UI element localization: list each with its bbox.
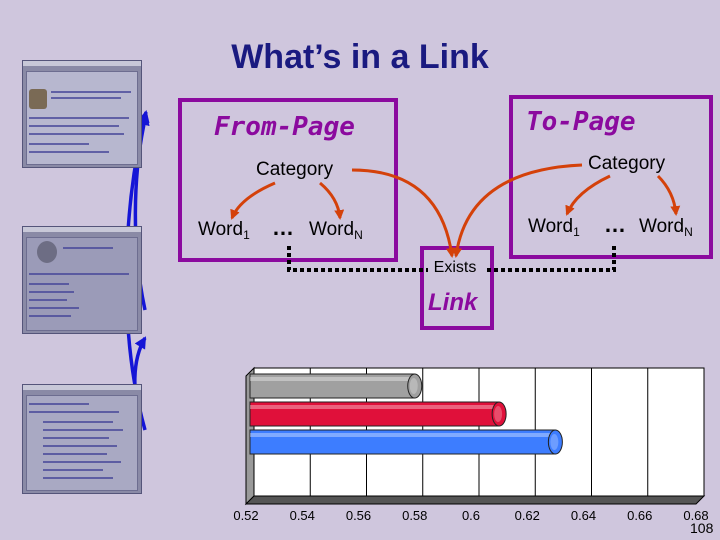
chart-floor xyxy=(244,495,706,505)
thumb-photo xyxy=(37,241,57,263)
chart-bar-cap-shine xyxy=(409,378,418,394)
to-words-to-exists-connector xyxy=(484,246,616,272)
x-tick-label: 0.6 xyxy=(461,508,481,523)
thumb-text-line xyxy=(29,273,129,275)
webpage-thumbnail-2 xyxy=(22,226,142,334)
from-category-label: Category xyxy=(256,159,334,180)
from-word-first-sub: 1 xyxy=(243,228,250,242)
x-tick-label: 0.64 xyxy=(570,508,597,523)
from-category-to-wordn-arrow xyxy=(319,181,345,220)
thumb-text-line xyxy=(29,143,89,145)
thumb-text-line xyxy=(43,469,103,471)
to-word-first: Word1 xyxy=(528,216,580,239)
thumb-text-line xyxy=(43,453,107,455)
to-ellipsis: … xyxy=(604,212,626,237)
thumb-text-line xyxy=(29,283,69,285)
thumb-text-line xyxy=(43,477,113,479)
bar-chart xyxy=(244,366,706,506)
thumb-text-line xyxy=(51,97,121,99)
chart-bar-body xyxy=(249,373,416,399)
to-page-label: To-Page xyxy=(526,107,636,137)
chart-bar xyxy=(249,373,423,399)
thumb-text-line xyxy=(43,429,123,431)
from-category-to-exists-arrow xyxy=(351,168,456,258)
chart-bar-body xyxy=(249,401,500,427)
thumb-text-line xyxy=(29,307,79,309)
to-category-to-word1-arrow xyxy=(565,174,611,216)
thumb-text-line xyxy=(43,437,109,439)
chart-bar-cap xyxy=(407,373,423,399)
x-tick-label: 0.58 xyxy=(402,508,428,523)
thumb-text-line xyxy=(29,411,119,413)
from-category-to-word1-arrow xyxy=(230,181,276,220)
to-word-last-text: Word xyxy=(639,216,685,237)
from-ellipsis: … xyxy=(272,215,294,240)
thumb-titlebar xyxy=(23,227,141,232)
chart-bars xyxy=(249,373,563,455)
to-category-to-wordn-arrow xyxy=(656,174,681,216)
to-word-first-sub: 1 xyxy=(573,225,580,239)
to-category-to-exists-arrow xyxy=(452,163,583,258)
chart-bar-cap xyxy=(547,429,563,455)
thumb-text-line xyxy=(29,403,89,405)
chart-bar-highlight xyxy=(250,405,500,409)
from-word-last: WordN xyxy=(309,219,363,242)
chart-bar-body xyxy=(249,429,556,455)
thumb-titlebar xyxy=(23,61,141,66)
to-category-label: Category xyxy=(588,153,666,174)
thumb-text-line xyxy=(51,91,131,93)
thumb-text-line xyxy=(29,299,67,301)
thumb-text-line xyxy=(43,421,113,423)
x-tick-label: 0.54 xyxy=(289,508,315,523)
link-label: Link xyxy=(428,289,478,316)
from-page-label: From-Page xyxy=(214,112,355,142)
x-tick-label: 0.66 xyxy=(627,508,653,523)
chart-bar-highlight xyxy=(250,377,415,381)
from-word-first-text: Word xyxy=(198,219,244,240)
chart-bar xyxy=(249,401,507,427)
slide-title: What’s in a Link xyxy=(231,38,489,76)
webpage-thumbnail-1 xyxy=(22,60,142,168)
from-words-to-exists-connector xyxy=(287,246,428,272)
chart-bar-cap xyxy=(491,401,507,427)
slide-number: 108 xyxy=(690,520,714,536)
thumb-text-line xyxy=(29,125,119,127)
x-tick-label: 0.56 xyxy=(345,508,372,523)
to-word-first-text: Word xyxy=(528,216,574,237)
thumb-titlebar xyxy=(23,385,141,390)
from-word-first: Word1 xyxy=(198,219,250,242)
x-tick-label: 0.68 xyxy=(683,508,709,523)
chart-bar xyxy=(249,429,563,455)
thumb-photo xyxy=(29,89,47,109)
exists-label: Exists xyxy=(433,259,477,276)
thumb-text-line xyxy=(29,315,71,317)
thumb-text-line xyxy=(29,133,124,135)
thumb-text-line xyxy=(29,117,129,119)
to-page-frame xyxy=(509,95,713,259)
x-tick-label: 0.62 xyxy=(514,508,540,523)
from-word-last-sub: N xyxy=(354,228,363,242)
chart-bar-cap-shine xyxy=(494,406,503,422)
to-word-last: WordN xyxy=(639,216,693,239)
from-word-last-text: Word xyxy=(309,219,355,240)
x-tick-label: 0.52 xyxy=(233,508,259,523)
thumb-text-line xyxy=(29,291,74,293)
chart-bar-highlight xyxy=(250,433,556,437)
webpage-thumbnail-3 xyxy=(22,384,142,494)
thumb-text-line xyxy=(29,151,109,153)
thumb-text-line xyxy=(43,445,117,447)
to-word-last-sub: N xyxy=(684,225,693,239)
chart-bar-cap-shine xyxy=(550,434,559,450)
thumb-text-line xyxy=(43,461,121,463)
thumb-text-line xyxy=(63,247,113,249)
